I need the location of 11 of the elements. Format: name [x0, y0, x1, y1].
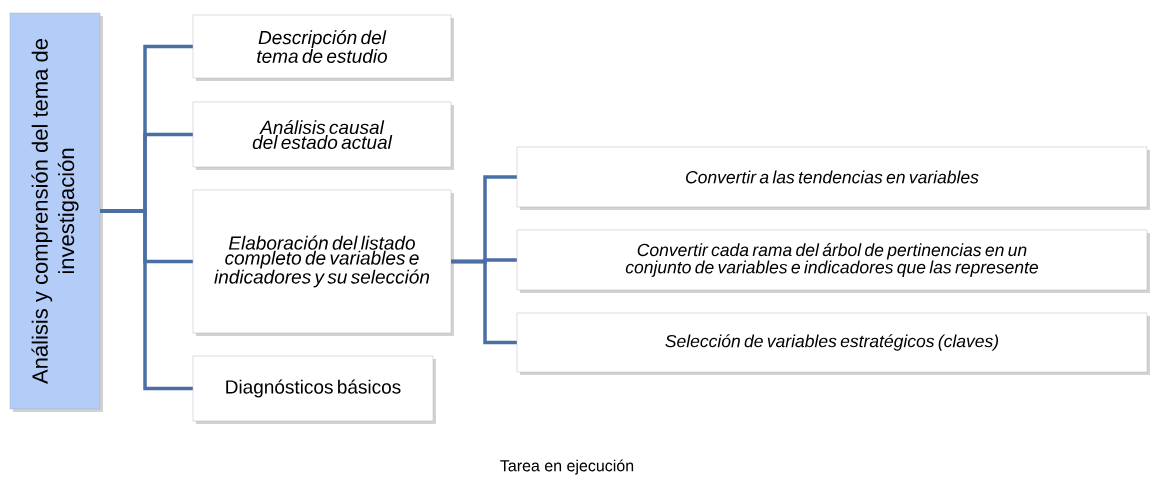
process-box: Análisis causal del estado actual — [192, 101, 454, 170]
process-box: Descripción del tema de estudio — [192, 14, 454, 81]
process-box: Convertir cada rama del árbol de pertinencias en un conjunto de variables e indicadores que las represente — [516, 229, 1150, 293]
process-box: Convertir a las tendencias en variables — [516, 146, 1150, 210]
process-box: Diagnósticos básicos — [192, 355, 436, 424]
category-box: Análisis y comprensión del tema de investigación — [9, 12, 103, 412]
connector-line — [100, 209, 193, 391]
connector-line — [451, 259, 517, 345]
process-box: Selección de variables estratégicos (claves) — [516, 312, 1150, 375]
caption: Tarea en ejecución — [500, 459, 634, 475]
process-box: Elaboración del listado completo de variables e indicadores y su selección — [192, 189, 454, 336]
